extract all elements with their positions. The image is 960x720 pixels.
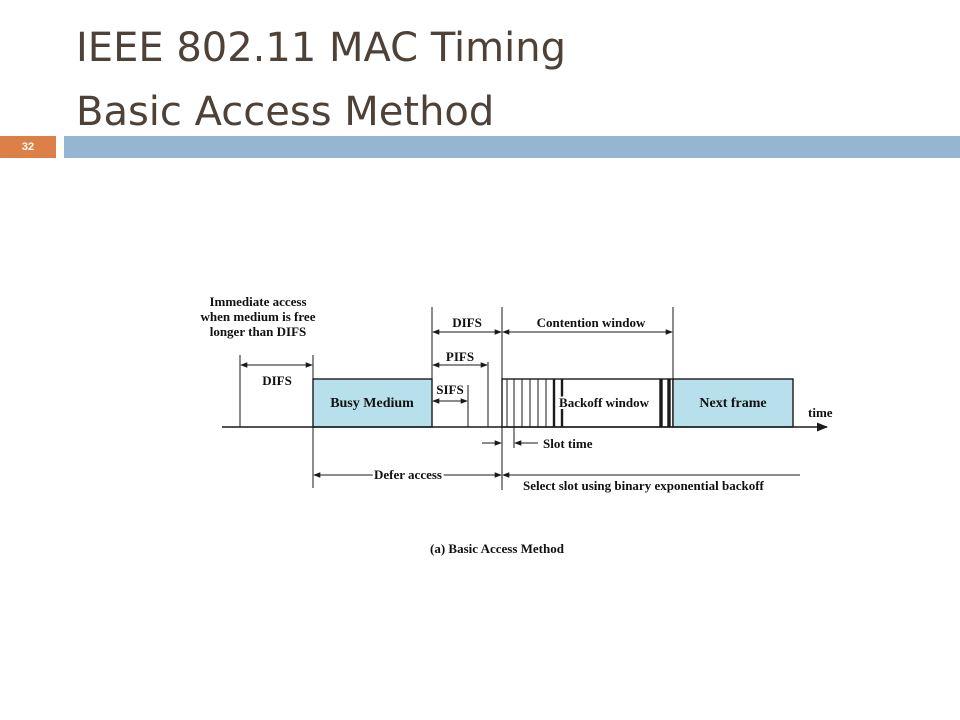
defer-access-label: Defer access bbox=[374, 467, 442, 482]
immediate-access-line-3: longer than DIFS bbox=[210, 324, 307, 339]
header-accent-band bbox=[64, 136, 960, 158]
immediate-access-line-1: Immediate access bbox=[209, 294, 306, 309]
busy-medium-label: Busy Medium bbox=[330, 396, 414, 411]
difs-left-label: DIFS bbox=[262, 373, 292, 388]
busy-medium-box bbox=[312, 378, 433, 428]
next-frame-box bbox=[672, 378, 794, 428]
time-axis-label: time bbox=[808, 405, 833, 420]
pifs-label: PIFS bbox=[446, 349, 474, 364]
backoff-window-label: Backoff window bbox=[559, 395, 650, 410]
reference-lines bbox=[239, 307, 674, 490]
diagram-caption: (a) Basic Access Method bbox=[430, 541, 565, 556]
slot-time-label: Slot time bbox=[543, 436, 593, 451]
select-slot-label: Select slot using binary exponential bac… bbox=[523, 478, 765, 493]
contention-window-label: Contention window bbox=[537, 315, 646, 330]
difs-top-label: DIFS bbox=[452, 315, 482, 330]
slide-number-badge: 32 bbox=[0, 136, 56, 158]
sifs-label: SIFS bbox=[436, 382, 463, 397]
backoff-slot-lines bbox=[506, 379, 671, 427]
slide-title-line-2: Basic Access Method bbox=[76, 89, 495, 135]
slide-title-line-1: IEEE 802.11 MAC Timing bbox=[76, 25, 566, 71]
immediate-access-line-2: when medium is free bbox=[201, 309, 316, 324]
next-frame-label: Next frame bbox=[699, 396, 766, 411]
